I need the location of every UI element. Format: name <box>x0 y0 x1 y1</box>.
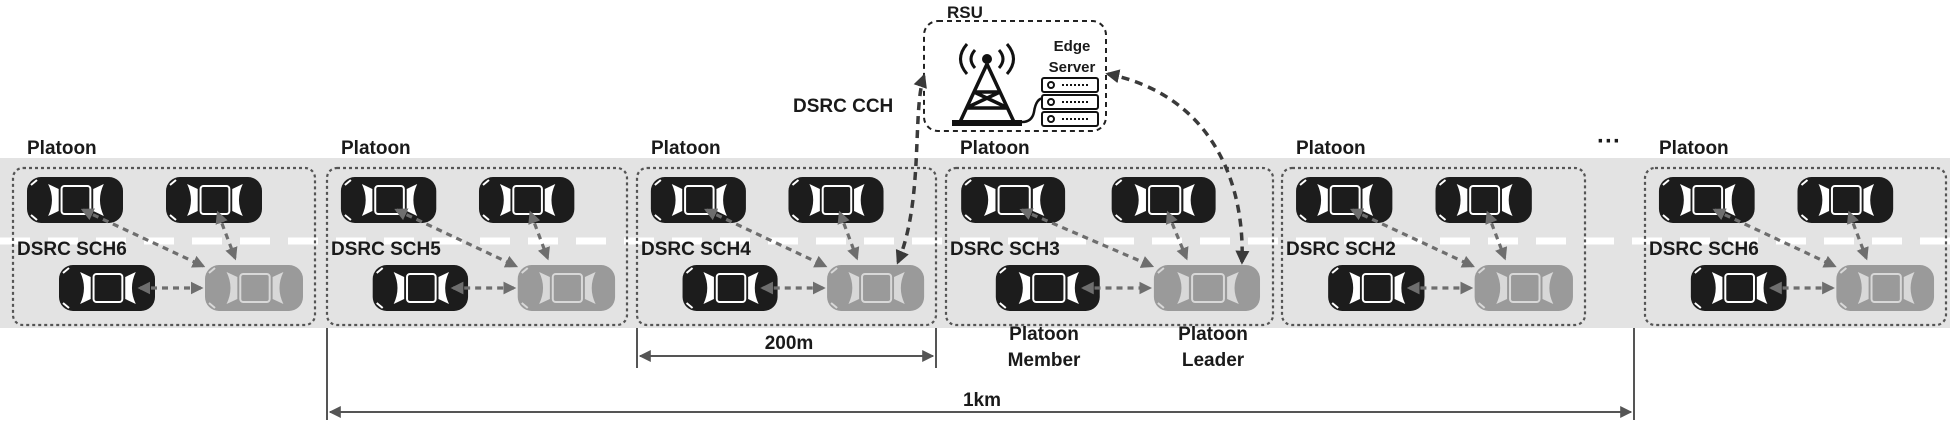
platoon-member-label-line1: Platoon <box>1009 324 1079 345</box>
platoon-channel-label: DSRC SCH6 <box>1649 239 1759 260</box>
member-car <box>650 177 746 223</box>
leader-car <box>1474 265 1573 311</box>
platoon-boundary <box>325 166 629 327</box>
sch-link-arrow <box>837 210 860 261</box>
sch-link-arrow <box>528 210 550 261</box>
member-car <box>340 177 437 223</box>
member-car <box>27 177 123 223</box>
platoon-boundary <box>11 166 317 327</box>
platoon-channel-label: DSRC SCH5 <box>331 239 441 260</box>
sch-link-arrow <box>1349 208 1475 268</box>
platoon-channel-label: DSRC SCH6 <box>17 239 127 260</box>
platoon-title: Platoon <box>27 138 97 159</box>
member-car <box>682 265 778 311</box>
member-car <box>1658 177 1755 223</box>
platoon-title: Platoon <box>960 138 1030 159</box>
dimension-200m-label: 200m <box>765 333 814 354</box>
platoon-title: Platoon <box>1296 138 1366 159</box>
platoon-boundary <box>944 166 1275 327</box>
platoon-boundary <box>1280 166 1587 327</box>
antenna-tower-icon <box>952 43 1045 126</box>
member-car <box>961 177 1066 223</box>
dimension-1km-label: 1km <box>963 390 1001 411</box>
edge-server-label-line1: Edge <box>1054 38 1091 55</box>
platoon-boundary <box>1643 166 1948 327</box>
cch-label: DSRC CCH <box>793 96 893 117</box>
member-car <box>1435 177 1532 223</box>
member-car <box>1797 177 1894 223</box>
member-car <box>995 265 1100 311</box>
platoon-leader-label-line2: Leader <box>1182 350 1245 371</box>
sch-link-arrow <box>1485 210 1508 261</box>
cch-link-arrow <box>895 73 927 265</box>
platoon-boundary <box>635 166 938 327</box>
leader-car <box>1836 265 1935 311</box>
member-car <box>59 265 155 311</box>
leader-car <box>205 265 303 311</box>
platoon-title: Platoon <box>341 138 411 159</box>
sch-link-arrow <box>1846 210 1869 261</box>
rsu-unit: RSU Edge Server <box>923 3 1107 132</box>
more-platoons-ellipsis: ··· <box>1597 128 1621 155</box>
leader-car <box>1153 265 1261 311</box>
dimension-1km: 1km <box>326 328 1635 420</box>
platoon-channel-label: DSRC SCH4 <box>641 239 751 260</box>
sch-link-arrow <box>1019 208 1155 268</box>
member-car <box>166 177 262 223</box>
platoon-leader-label-line1: Platoon <box>1178 324 1248 345</box>
platoon-title: Platoon <box>1659 138 1729 159</box>
sch-link-arrow <box>80 208 206 268</box>
platoon-member-label-line2: Member <box>1008 350 1081 371</box>
sch-link-arrow <box>215 210 238 261</box>
leader-car <box>517 265 616 311</box>
member-car <box>1111 177 1216 223</box>
edge-server-link-arrow <box>1105 69 1250 265</box>
platoon-channel-label: DSRC SCH2 <box>1286 239 1396 260</box>
member-car <box>788 177 884 223</box>
member-car <box>478 177 575 223</box>
member-car <box>1296 177 1393 223</box>
member-car <box>1690 265 1787 311</box>
dimension-200m: 200m <box>636 328 937 368</box>
member-car <box>372 265 469 311</box>
sch-link-arrow <box>1712 208 1837 268</box>
platoon-title: Platoon <box>651 138 721 159</box>
leader-car <box>827 265 925 311</box>
edge-server-label-line2: Server <box>1049 59 1096 76</box>
rsu-label: RSU <box>947 3 983 22</box>
server-rack-icon <box>1041 77 1099 127</box>
member-car <box>1328 265 1425 311</box>
platoon-channel-label: DSRC SCH3 <box>950 239 1060 260</box>
